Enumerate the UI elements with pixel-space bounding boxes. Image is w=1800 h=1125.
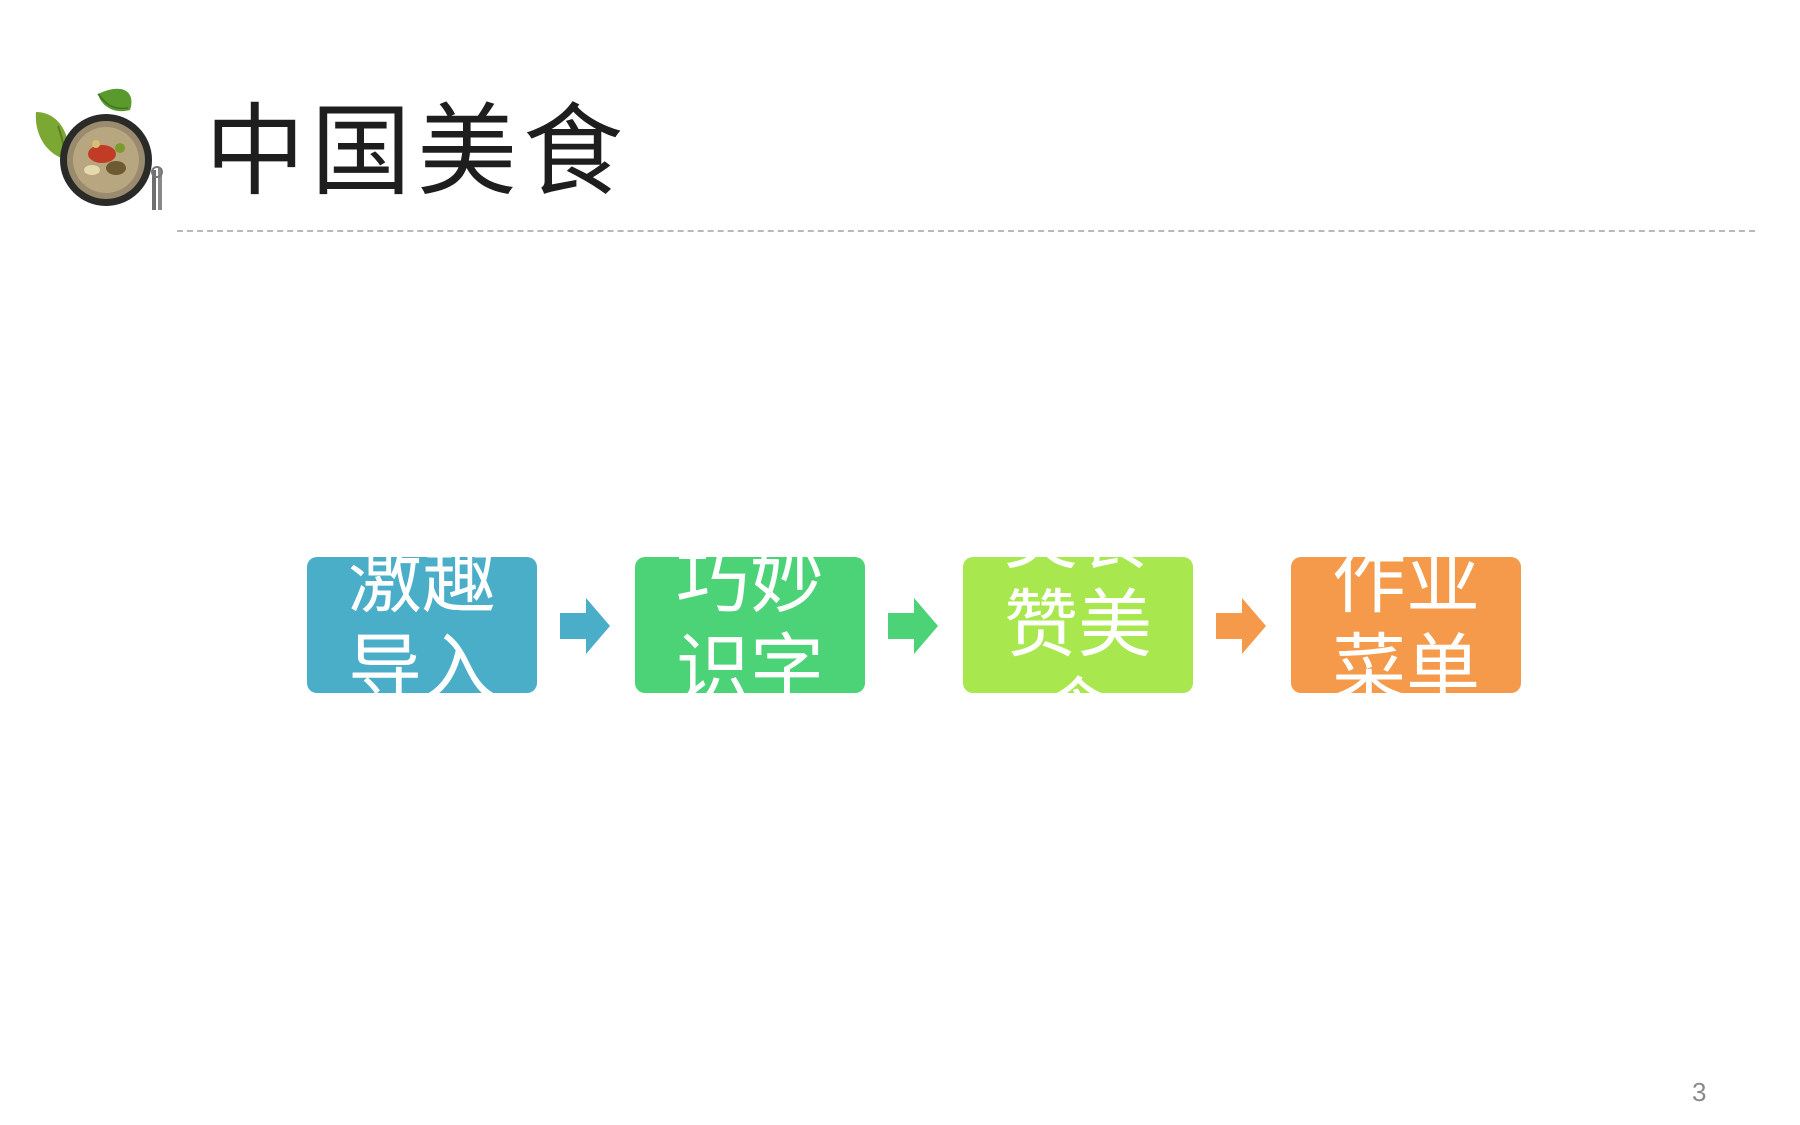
step-label: 巧妙识字 bbox=[676, 557, 824, 693]
arrow-shape bbox=[888, 598, 938, 654]
step-box-2: 巧妙识字 bbox=[635, 557, 865, 693]
arrow-right-icon bbox=[560, 598, 610, 654]
arrow-right-icon bbox=[1216, 598, 1266, 654]
step-label: 激趣导入 bbox=[348, 557, 496, 693]
arrow-shape bbox=[560, 598, 610, 654]
title-divider bbox=[177, 230, 1755, 232]
step-box-1: 激趣导入 bbox=[307, 557, 537, 693]
step-box-4: 作业菜单 bbox=[1291, 557, 1521, 693]
step-label: 美食赞美食 bbox=[1004, 557, 1152, 693]
step-label: 作业菜单 bbox=[1332, 557, 1480, 693]
leaf-icon bbox=[98, 88, 132, 112]
food-bowl-logo bbox=[28, 84, 178, 214]
step-box-3: 美食赞美食 bbox=[963, 557, 1193, 693]
page-title: 中国美食 bbox=[205, 93, 629, 210]
arrow-shape bbox=[1216, 598, 1266, 654]
page-number: 3 bbox=[1692, 1077, 1707, 1107]
arrow-right-icon bbox=[888, 598, 938, 654]
